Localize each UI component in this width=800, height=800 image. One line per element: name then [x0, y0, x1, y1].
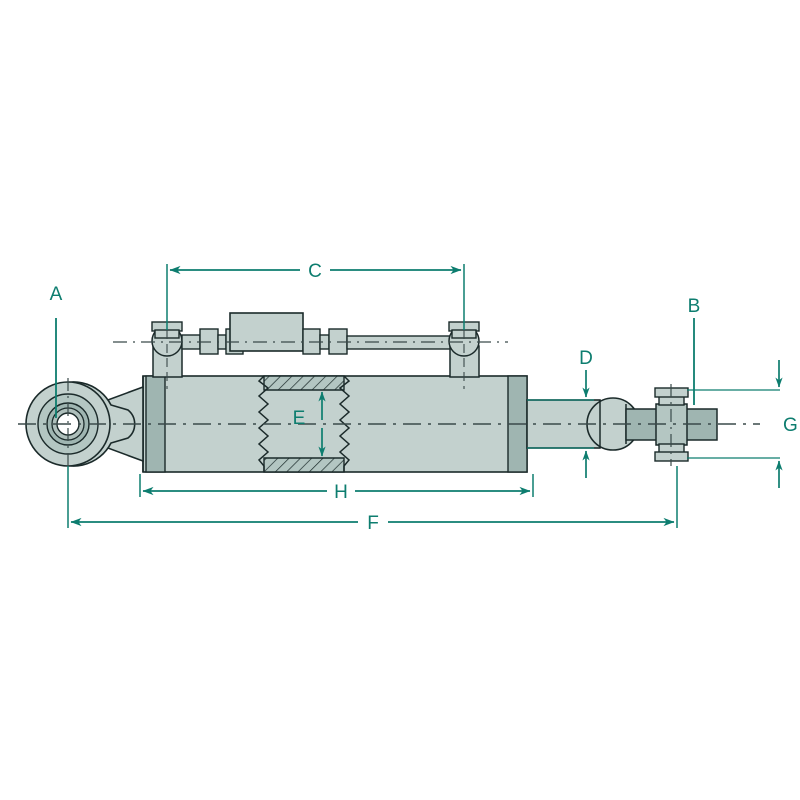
dimension-C: C: [166, 261, 465, 330]
dimension-E: E: [293, 391, 326, 457]
manifold-block: [229, 312, 304, 352]
dimension-H: H: [139, 474, 534, 503]
rod-end-assembly: [586, 384, 718, 466]
bore-wall-bottom-hatch: [263, 457, 345, 473]
dimension-G-label: G: [783, 415, 798, 436]
dimension-D-label: D: [579, 348, 593, 369]
dimension-G: G: [687, 360, 798, 488]
dimension-A-label: A: [50, 284, 63, 305]
dimension-D: D: [527, 348, 594, 478]
dimension-B-label: B: [688, 296, 701, 317]
bore-wall-top-hatch: [263, 375, 345, 391]
dimension-H-label: H: [334, 482, 348, 503]
dimension-E-label: E: [293, 408, 306, 429]
dimension-C-label: C: [308, 261, 322, 282]
dimension-B: B: [688, 296, 701, 405]
dimension-F-label: F: [367, 513, 379, 534]
barrel-cutaway-section: [257, 375, 351, 473]
tube-seg-2: [217, 334, 227, 350]
dimension-F: F: [67, 466, 678, 534]
dimension-A: A: [50, 284, 63, 418]
